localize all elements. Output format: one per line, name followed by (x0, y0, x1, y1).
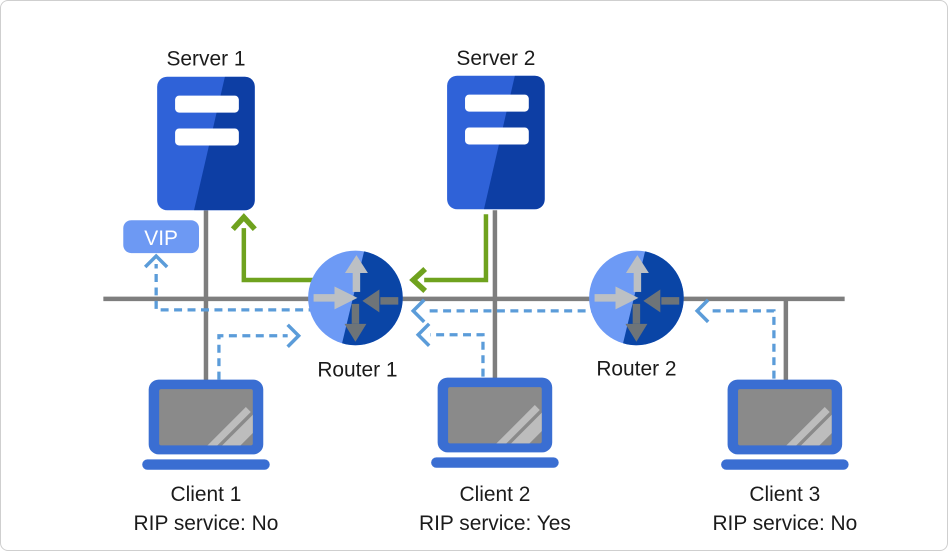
client2-rip-status: RIP service: Yes (419, 512, 571, 535)
dashed-arrowhead-into-router1-from-client1 (286, 323, 302, 348)
vip-label: VIP (144, 227, 178, 250)
server-icon (157, 77, 255, 211)
client3-rip-status: RIP service: No (712, 512, 857, 535)
dashed-arrowhead-into-router1-from-router2 (410, 298, 426, 324)
client1-rip-status: RIP service: No (134, 512, 279, 535)
client2-label: Client 2 (459, 483, 530, 506)
server-icon (447, 76, 545, 210)
client3-node (721, 380, 849, 470)
green-route-segment-to-server1 (241, 228, 341, 283)
dashed-arrowhead-into-vip (143, 253, 169, 269)
server1-node (157, 77, 255, 211)
dashed-route-client2-to-router1 (430, 333, 485, 377)
dashed-route-router1-to-vip (154, 264, 371, 312)
dashed-arrowhead-into-router2-from-client3 (694, 298, 710, 324)
vip-badge: VIP (123, 220, 200, 254)
vip-badge-box (123, 220, 200, 254)
router2-node (589, 250, 684, 346)
router-icon (308, 250, 403, 346)
router2-label: Router 2 (596, 358, 676, 381)
green-arrowhead-into-server1 (230, 213, 257, 232)
laptop-icon (142, 380, 270, 470)
laptop-icon (721, 380, 849, 470)
dashed-arrowhead-into-router1-from-client2 (415, 322, 431, 347)
router-icon (589, 250, 684, 346)
client3-label: Client 3 (749, 483, 820, 506)
green-arrowhead-into-router1 (409, 267, 428, 293)
green-route-server2-to-server1 (230, 213, 489, 293)
green-route-segment-from-server2 (424, 214, 489, 283)
client1-label: Client 1 (171, 483, 242, 506)
dashed-client-traffic (143, 253, 776, 380)
client1-node (142, 380, 270, 470)
server2-label: Server 2 (456, 47, 535, 70)
laptop-icon (431, 378, 559, 468)
dashed-route-client1-to-router1 (217, 334, 288, 380)
client2-node (431, 378, 559, 468)
router1-label: Router 1 (317, 359, 397, 382)
server2-node (447, 76, 545, 210)
dashed-route-client3-to-router2 (709, 309, 776, 379)
router1-node (308, 250, 403, 346)
gray-cabling (103, 210, 845, 381)
server1-label: Server 1 (166, 48, 245, 71)
